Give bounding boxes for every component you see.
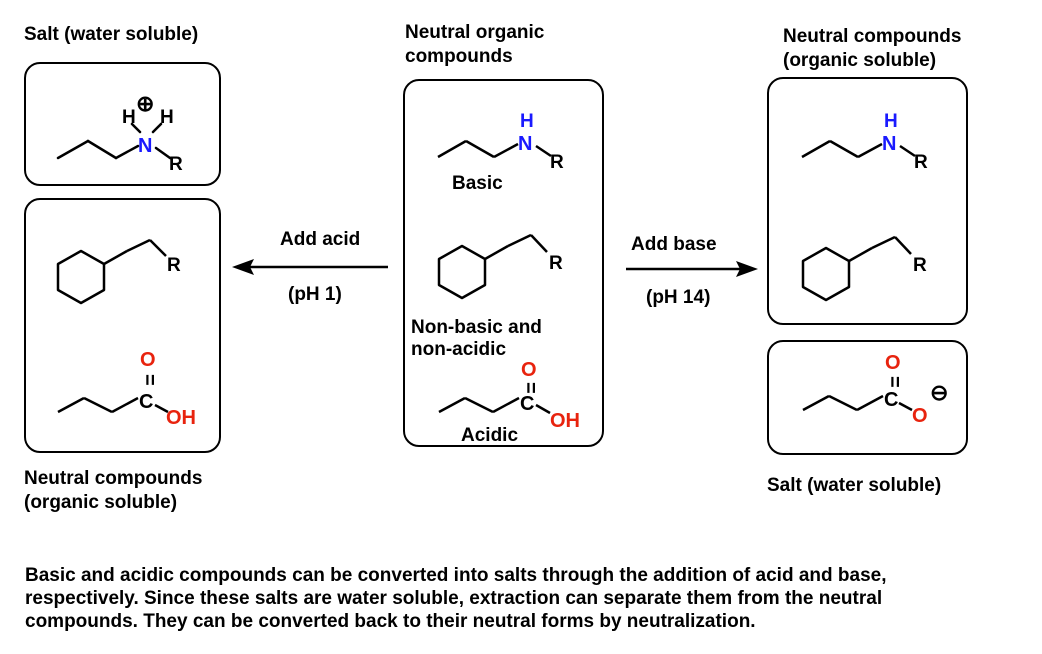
center-acid-hydroxyl: OH [550,410,580,432]
minus-charge-icon: ⊖ [930,380,948,405]
right-cyclohexyl-r: R [913,255,927,276]
acid-ph-label: (pH 1) [288,284,342,305]
carboxylate-oxygen: O [912,405,928,427]
explanation-caption: Basic and acidic compounds can be conver… [25,564,1035,633]
add-base-label: Add base [631,234,717,255]
nonbasic-label-line1: Non-basic and [411,317,542,338]
right-neutral-box [767,77,968,325]
left-cyclohexyl-r: R [167,255,181,276]
carboxylate-carbonyl-o: O [885,352,901,374]
center-acid-double-bond: = [519,382,541,394]
center-cyclohexyl-r: R [549,253,563,274]
plus-charge-icon: ⊕ [136,91,154,116]
left-acid-carbon: C [139,391,153,413]
base-ph-label: (pH 14) [646,287,711,308]
right-bottom-heading: Salt (water soluble) [767,475,942,496]
right-top-heading-line1: Neutral compounds [783,26,962,47]
ammonium-h-left: H [122,107,136,128]
ammonium-h-right: H [160,107,174,128]
center-heading-line2: compounds [405,46,513,67]
caption-line-3: compounds. They can be converted back to… [25,611,756,632]
center-acid-carbonyl-o: O [521,359,537,381]
add-acid-label: Add acid [280,229,361,250]
center-mixture-box [403,79,604,447]
carboxylate-salt-box [767,340,968,455]
left-acid-hydroxyl: OH [166,407,196,429]
ammonium-salt-box [24,62,221,186]
left-bottom-heading-line2: (organic soluble) [24,492,178,513]
left-top-heading: Salt (water soluble) [24,24,199,45]
center-heading-line1: Neutral organic [405,22,545,43]
right-amine-r: R [914,152,928,173]
left-neutral-box [24,198,221,453]
left-arrowhead-icon [232,259,254,275]
carboxylate-carbon: C [884,389,898,411]
nonbasic-label-line2: non-acidic [411,339,507,360]
left-acid-double-bond: = [138,374,160,386]
center-amine-h: H [520,111,534,132]
right-arrowhead-icon [736,261,758,277]
left-acid-carbonyl-o: O [140,349,156,371]
right-amine-h: H [884,111,898,132]
ammonium-nitrogen: N [138,135,152,157]
center-amine-r: R [550,152,564,173]
center-acid-carbon: C [520,393,534,415]
right-top-heading-line2: (organic soluble) [783,50,937,71]
basic-label: Basic [452,173,503,194]
right-amine-nitrogen: N [882,133,896,155]
left-bottom-heading-line1: Neutral compounds [24,468,203,489]
carboxylate-double-bond: = [883,376,905,388]
center-amine-nitrogen: N [518,133,532,155]
ammonium-r: R [169,154,183,175]
caption-line-1: Basic and acidic compounds can be conver… [25,565,887,586]
caption-line-2: respectively. Since these salts are wate… [25,588,883,609]
acidic-label: Acidic [461,425,519,446]
